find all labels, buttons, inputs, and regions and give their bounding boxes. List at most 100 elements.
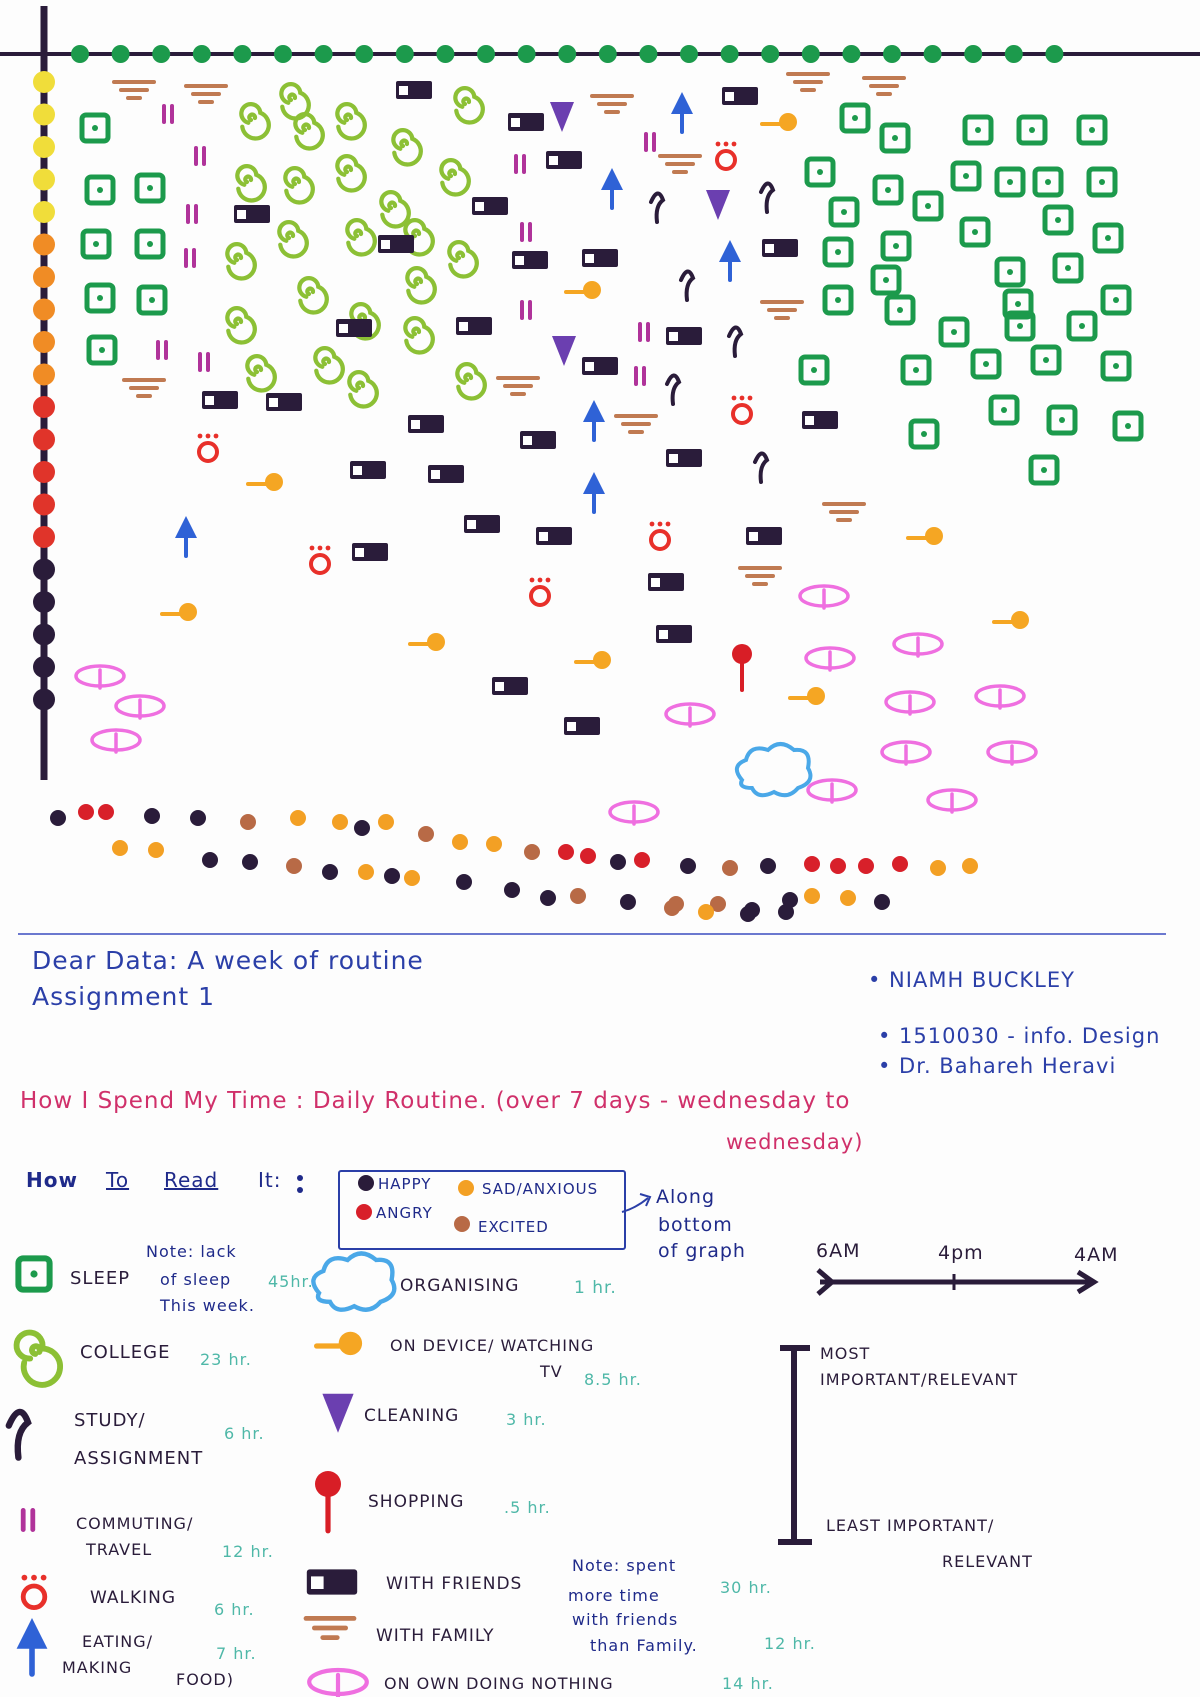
walking-icon bbox=[731, 395, 753, 425]
friends-icon bbox=[396, 81, 432, 99]
device-icon bbox=[788, 687, 825, 705]
family-icon bbox=[862, 76, 906, 96]
legend-study-hours: 6 hr. bbox=[224, 1424, 265, 1443]
friends-icon bbox=[666, 327, 702, 345]
friends-icon bbox=[202, 391, 238, 409]
sleep-icon bbox=[822, 284, 854, 316]
cleaning-triangle-icon bbox=[550, 102, 574, 132]
friends-icon bbox=[582, 357, 618, 375]
legend-device-label-2: TV bbox=[540, 1362, 563, 1381]
family-icon bbox=[658, 154, 702, 174]
study-hook-icon bbox=[679, 269, 696, 302]
commute-cluster bbox=[156, 104, 656, 386]
family-icon bbox=[303, 1616, 357, 1640]
own-time-cluster bbox=[74, 584, 1038, 826]
college-spiral-icon bbox=[235, 163, 267, 203]
college-spiral-icon bbox=[293, 111, 325, 151]
mood-sad-label: SAD/ANXIOUS bbox=[482, 1180, 599, 1198]
organising-cloud-icon bbox=[311, 1251, 397, 1312]
sleep-icon bbox=[1002, 288, 1034, 320]
college-spiral-icon bbox=[391, 127, 423, 167]
family-icon bbox=[122, 378, 166, 398]
friends-cluster bbox=[202, 81, 838, 735]
walking-icon bbox=[715, 141, 737, 171]
course-code: • 1510030 - info. Design bbox=[878, 1024, 1161, 1048]
device-icon bbox=[246, 473, 283, 491]
sleep-icon bbox=[988, 394, 1020, 426]
sleep-icon bbox=[970, 348, 1002, 380]
friends-icon bbox=[352, 543, 388, 561]
commute-icon bbox=[634, 366, 646, 386]
friends-icon bbox=[722, 87, 758, 105]
friends-icon bbox=[266, 393, 302, 411]
sleep-icon bbox=[84, 174, 116, 206]
how-to-read-it: It: bbox=[258, 1168, 282, 1192]
legend-device-hours: 8.5 hr. bbox=[584, 1370, 642, 1389]
sleep-icon bbox=[15, 1255, 53, 1293]
college-spiral-icon bbox=[403, 315, 435, 355]
sleep-icon bbox=[822, 236, 854, 268]
friends-icon bbox=[582, 249, 618, 267]
sleep-cluster-left bbox=[79, 112, 168, 366]
sleep-icon bbox=[884, 294, 916, 326]
friends-icon bbox=[234, 205, 270, 223]
friends-icon bbox=[512, 251, 548, 269]
routine-chart bbox=[0, 6, 1200, 935]
sleep-icon bbox=[1004, 310, 1036, 342]
sleep-icon bbox=[1092, 222, 1124, 254]
importance-most-label: MOST bbox=[820, 1344, 871, 1363]
college-spiral-icon bbox=[277, 219, 309, 259]
sleep-icon bbox=[86, 334, 118, 366]
mood-note-line-2: bottom bbox=[658, 1214, 733, 1236]
sleep-icon bbox=[994, 256, 1026, 288]
device-icon bbox=[574, 651, 611, 669]
study-hook-icon bbox=[759, 181, 776, 214]
how-to-read-how: How bbox=[26, 1168, 78, 1192]
college-spiral-icon bbox=[447, 239, 479, 279]
legend-college-label: COLLEGE bbox=[80, 1342, 171, 1363]
title-line-2: Assignment 1 bbox=[32, 982, 216, 1011]
college-spiral-icon bbox=[439, 157, 471, 197]
legend-family-label: WITH FAMILY bbox=[376, 1626, 495, 1646]
friends-icon bbox=[306, 1569, 358, 1595]
eating-arrow-icon bbox=[16, 1618, 48, 1677]
own-time-icon bbox=[608, 800, 660, 826]
cleaning-triangle-icon bbox=[706, 190, 730, 220]
sleep-icon bbox=[1086, 166, 1118, 198]
sleep-icon bbox=[1032, 166, 1064, 198]
cleaning-cluster bbox=[550, 102, 730, 366]
legend-college-hours: 23 hr. bbox=[200, 1350, 252, 1369]
sleep-icon bbox=[79, 112, 111, 144]
legend-friends-note-1: Note: spent bbox=[572, 1556, 677, 1575]
mood-angry-label: ANGRY bbox=[376, 1204, 433, 1222]
device-icon bbox=[408, 633, 445, 651]
own-time-icon bbox=[74, 664, 126, 690]
importance-least-label-2: RELEVANT bbox=[942, 1552, 1033, 1571]
study-hook-icon bbox=[665, 373, 682, 406]
friends-icon bbox=[648, 573, 684, 591]
study-cluster bbox=[649, 181, 776, 484]
eating-arrow-icon bbox=[583, 400, 605, 442]
sleep-icon bbox=[839, 102, 871, 134]
study-hook-icon bbox=[727, 325, 744, 358]
college-spiral-icon bbox=[13, 1329, 64, 1388]
sleep-icon bbox=[959, 216, 991, 248]
legend-friends-note-4: than Family. bbox=[590, 1636, 698, 1655]
own-time-icon bbox=[307, 1667, 369, 1697]
college-spiral-icon bbox=[245, 353, 277, 393]
college-spiral-icon bbox=[405, 265, 437, 305]
mood-happy-label: HAPPY bbox=[378, 1175, 432, 1193]
own-time-icon bbox=[926, 788, 978, 814]
sleep-icon bbox=[1100, 284, 1132, 316]
sleep-icon bbox=[1066, 310, 1098, 342]
commute-icon bbox=[194, 146, 206, 166]
legend-study-label-1: STUDY/ bbox=[74, 1410, 146, 1431]
mood-note-arrowhead bbox=[639, 1193, 652, 1207]
own-time-icon bbox=[986, 740, 1038, 766]
college-spiral-icon bbox=[403, 217, 435, 257]
legend-walking-label: WALKING bbox=[90, 1588, 177, 1608]
college-spiral-icon bbox=[297, 275, 329, 315]
mood-angry-dot bbox=[356, 1204, 372, 1220]
own-time-icon bbox=[804, 646, 856, 672]
